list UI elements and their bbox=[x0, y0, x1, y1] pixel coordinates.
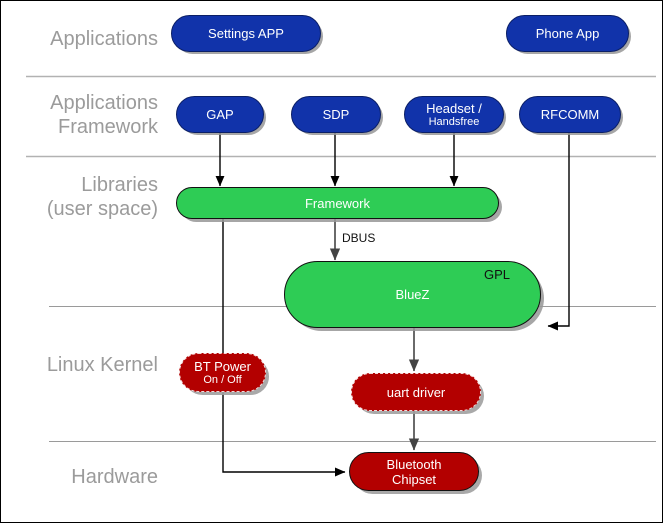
node-label: BlueZ bbox=[395, 287, 430, 302]
node-label: Settings APP bbox=[208, 26, 284, 41]
layer-label-linux-kernel: Linux Kernel bbox=[46, 354, 158, 376]
dbus-edge-label: DBUS bbox=[342, 231, 376, 245]
node-settings-app[interactable]: Settings APP bbox=[171, 15, 321, 52]
node-label: Phone App bbox=[535, 26, 600, 41]
node-label: GAP bbox=[206, 107, 234, 122]
layer-label-applications: Applications bbox=[50, 28, 158, 50]
node-label: uart driver bbox=[386, 384, 446, 400]
node-rfcomm[interactable]: RFCOMM bbox=[519, 96, 621, 133]
framework-btpower-chipset-path bbox=[222, 218, 346, 477]
node-headset-handsfree[interactable]: Headset / Handsfree bbox=[404, 96, 504, 133]
layer-label-libraries: Libraries (user space) bbox=[46, 174, 158, 220]
node-uart-driver[interactable]: uart driver bbox=[351, 373, 481, 411]
node-label: BT Power bbox=[194, 358, 251, 374]
node-sublabel: On / Off bbox=[203, 373, 242, 386]
layer-dividers bbox=[26, 75, 656, 158]
node-label: RFCOMM bbox=[540, 107, 600, 122]
node-sdp[interactable]: SDP bbox=[291, 96, 381, 133]
node-label: Bluetooth bbox=[386, 456, 442, 472]
node-label: Headset / bbox=[426, 100, 482, 116]
node-label: Framework bbox=[304, 195, 370, 211]
gpl-tag: GPL bbox=[484, 267, 511, 282]
node-sublabel: Handsfree bbox=[428, 115, 480, 128]
node-bluez[interactable]: BlueZ bbox=[284, 261, 541, 328]
node-phone-app[interactable]: Phone App bbox=[506, 15, 629, 52]
node-bluetooth-chipset[interactable]: Bluetooth Chipset bbox=[349, 452, 479, 491]
node-bt-power[interactable]: BT Power On / Off bbox=[179, 353, 266, 392]
rfcomm-to-bluez-path bbox=[547, 132, 570, 331]
node-sublabel: Chipset bbox=[391, 471, 437, 487]
framework-inputs bbox=[215, 132, 459, 187]
layer-label-hardware: Hardware bbox=[71, 466, 158, 488]
node-gap[interactable]: GAP bbox=[176, 96, 264, 133]
node-framework[interactable]: Framework bbox=[176, 187, 499, 219]
layer-label-applications-framework: Applications Framework bbox=[50, 92, 158, 138]
node-label: SDP bbox=[322, 107, 350, 122]
